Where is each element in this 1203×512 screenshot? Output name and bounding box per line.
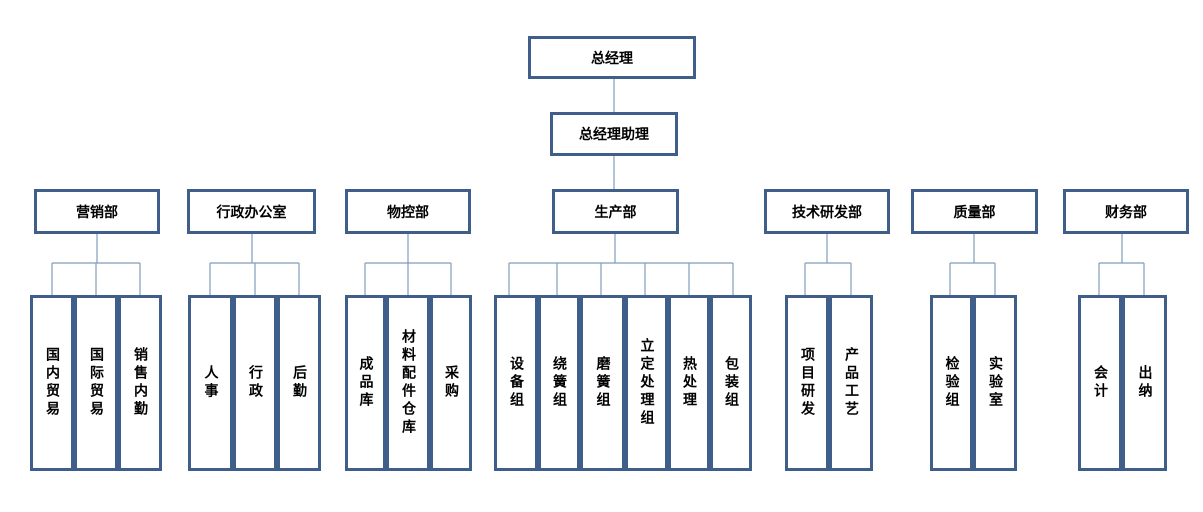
team-node: 采购	[430, 295, 472, 471]
team-label: 人事	[202, 365, 219, 401]
team-node: 国内贸易	[30, 295, 74, 471]
team-node: 会计	[1078, 295, 1122, 471]
team-label: 立定处理组	[638, 338, 655, 428]
team-node: 材料配件仓库	[386, 295, 430, 471]
node-assistant-label: 总经理助理	[579, 127, 649, 143]
dept-label: 技术研发部	[792, 204, 862, 221]
team-node: 出纳	[1122, 295, 1167, 471]
team-node: 热处理	[668, 295, 710, 471]
team-node: 成品库	[345, 295, 386, 471]
team-node: 实验室	[973, 295, 1017, 471]
team-label: 磨簧组	[594, 356, 611, 410]
team-label: 成品库	[357, 356, 374, 410]
team-label: 行政	[247, 365, 263, 401]
dept-label: 财务部	[1105, 204, 1147, 221]
dept-node: 技术研发部	[764, 189, 890, 234]
team-label: 国际贸易	[88, 347, 104, 419]
team-label: 包装组	[723, 356, 739, 410]
team-label: 检验组	[943, 356, 960, 410]
dept-label: 质量部	[953, 204, 996, 221]
team-label: 采购	[443, 365, 459, 401]
node-assistant: 总经理助理	[550, 112, 678, 156]
team-node: 立定处理组	[625, 295, 668, 471]
team-node: 设备组	[494, 295, 538, 471]
team-node: 行政	[233, 295, 277, 471]
team-label: 材料配件仓库	[400, 329, 416, 437]
dept-node: 行政办公室	[187, 189, 316, 234]
team-node: 包装组	[710, 295, 752, 471]
team-node: 产品工艺	[829, 295, 873, 471]
team-node: 后勤	[277, 295, 321, 471]
dept-node: 财务部	[1063, 189, 1189, 234]
team-label: 绕簧组	[551, 356, 567, 410]
team-label: 设备组	[508, 356, 524, 410]
node-root: 总经理	[528, 36, 696, 79]
dept-label: 生产部	[594, 204, 637, 221]
dept-label: 营销部	[76, 204, 118, 221]
team-label: 国内贸易	[44, 347, 60, 419]
team-label: 实验室	[987, 356, 1003, 410]
team-label: 出纳	[1136, 365, 1153, 401]
team-label: 项目研发	[799, 347, 815, 419]
team-label: 热处理	[681, 356, 697, 410]
team-node: 绕簧组	[538, 295, 580, 471]
node-root-label: 总经理	[591, 50, 633, 67]
team-node: 项目研发	[785, 295, 829, 471]
team-label: 后勤	[291, 365, 307, 401]
team-label: 产品工艺	[843, 347, 859, 419]
team-label: 会计	[1092, 365, 1108, 401]
team-node: 国际贸易	[74, 295, 118, 471]
dept-label: 物控部	[387, 204, 429, 221]
dept-label: 行政办公室	[216, 204, 287, 221]
team-node: 检验组	[930, 295, 973, 471]
dept-node: 生产部	[552, 189, 679, 234]
dept-node: 营销部	[34, 189, 160, 234]
dept-node: 物控部	[345, 189, 471, 234]
dept-node: 质量部	[911, 189, 1038, 234]
team-node: 人事	[188, 295, 233, 471]
team-label: 销售内勤	[132, 347, 148, 419]
team-node: 磨簧组	[580, 295, 625, 471]
team-node: 销售内勤	[118, 295, 162, 471]
